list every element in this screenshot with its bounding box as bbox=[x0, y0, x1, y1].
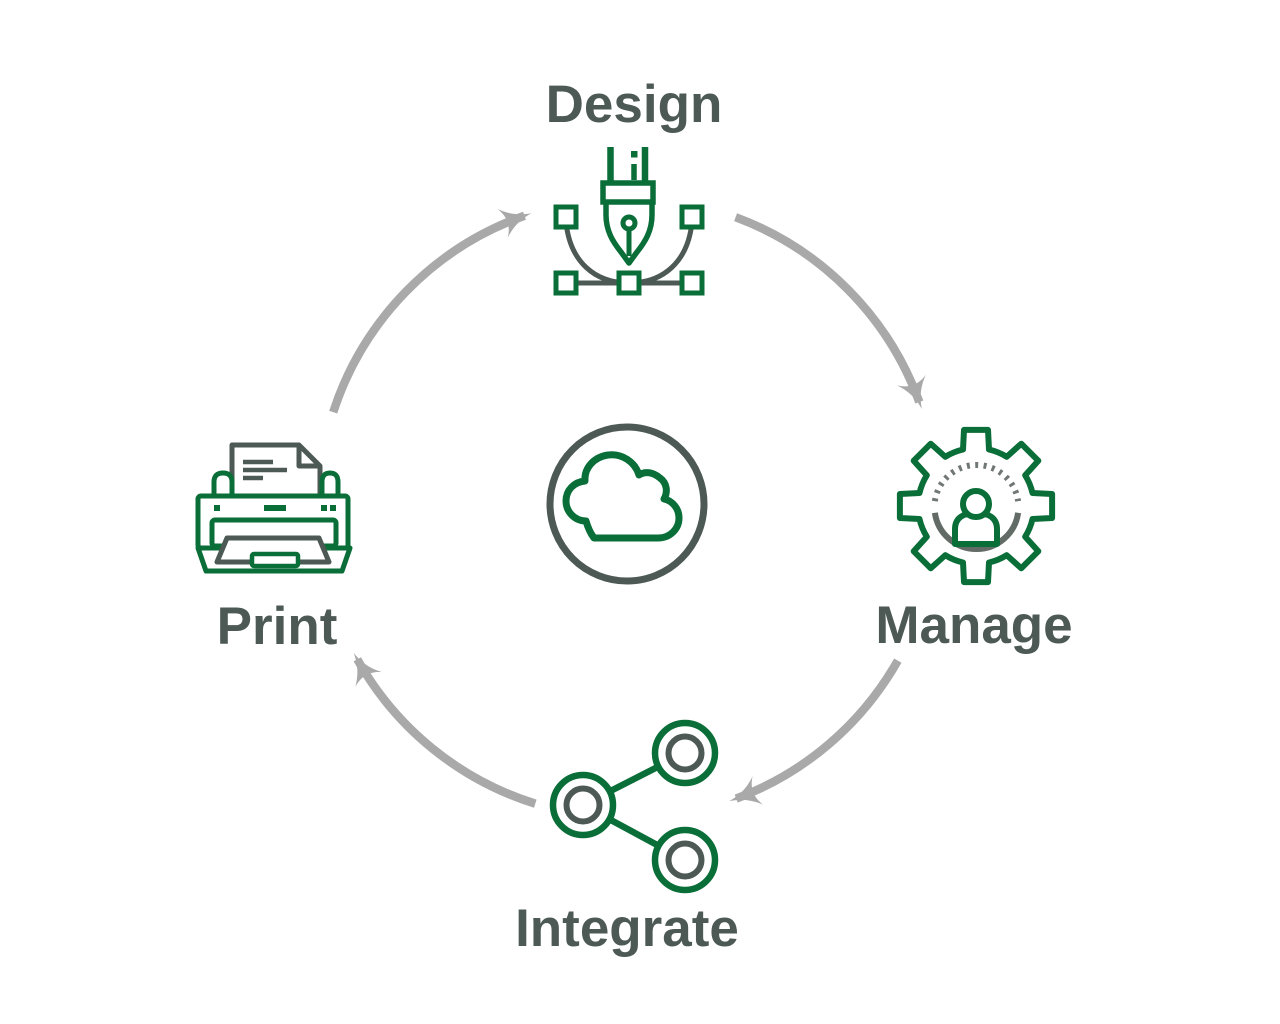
node-print: Print bbox=[195, 442, 353, 656]
arrow-print-to-design bbox=[329, 209, 532, 414]
share-nodes-icon bbox=[549, 719, 719, 894]
pen-tool-icon bbox=[553, 147, 705, 296]
arrow-integrate-to-print bbox=[353, 652, 537, 808]
cloud-icon bbox=[546, 423, 708, 585]
node-manage: Manage bbox=[875, 426, 1073, 655]
cycle-arrows bbox=[329, 209, 926, 808]
design-label: Design bbox=[546, 75, 723, 134]
print-label: Print bbox=[217, 597, 338, 656]
node-design: Design bbox=[546, 75, 723, 296]
arrow-manage-to-integrate bbox=[729, 658, 902, 805]
node-integrate: Integrate bbox=[515, 719, 739, 958]
printer-icon bbox=[195, 442, 353, 574]
arrow-design-to-manage bbox=[734, 213, 926, 409]
integrate-label: Integrate bbox=[515, 899, 739, 958]
manage-label: Manage bbox=[875, 596, 1072, 655]
gear-user-icon bbox=[896, 426, 1056, 586]
